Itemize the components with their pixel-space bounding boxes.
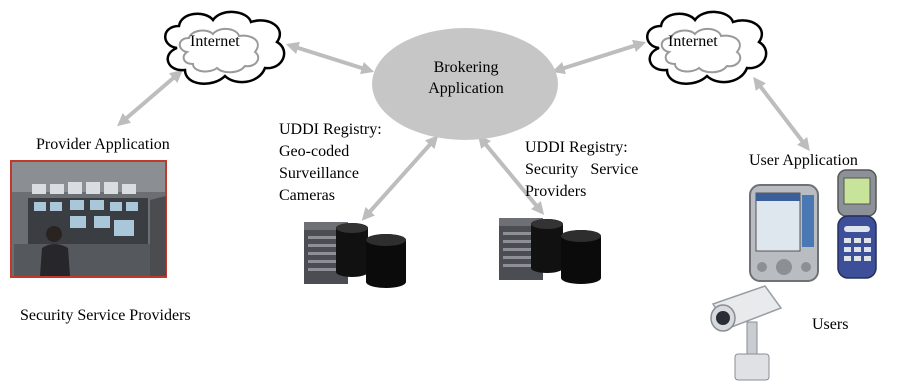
arrow-left-internet-broker bbox=[285, 41, 375, 75]
cloud-icon bbox=[164, 10, 286, 85]
mobile-phone-icon bbox=[837, 169, 877, 279]
broker-label-line1: Brokering bbox=[433, 59, 499, 76]
cloud-icon bbox=[646, 10, 768, 85]
arrow-internet-users bbox=[753, 76, 810, 152]
security-service-providers-label: Security Service Providers bbox=[20, 307, 191, 324]
provider-application-label: Provider Application bbox=[36, 136, 170, 153]
arrow-broker-camera-registry bbox=[361, 135, 439, 221]
camera-registry-line3: Surveillance bbox=[279, 165, 359, 182]
surveillance-camera-icon bbox=[710, 285, 783, 381]
user-application-label: User Application bbox=[749, 152, 858, 169]
control-room-photo bbox=[10, 160, 167, 278]
provider-registry-line2: Security Service bbox=[525, 161, 639, 178]
arrow-broker-provider-registry bbox=[477, 135, 545, 215]
arrow-internet-provider bbox=[117, 69, 183, 127]
server-database-icon bbox=[499, 218, 601, 284]
provider-registry-line3: Providers bbox=[525, 183, 587, 200]
broker-label-line2: Application bbox=[428, 80, 504, 97]
right-internet-label: Internet bbox=[668, 33, 718, 50]
camera-registry-line1: UDDI Registry: bbox=[279, 121, 382, 138]
brokering-application-node bbox=[372, 28, 558, 140]
left-internet-label: Internet bbox=[190, 33, 240, 50]
camera-registry-line4: Cameras bbox=[279, 187, 335, 204]
pda-device-icon bbox=[749, 184, 819, 282]
server-database-icon bbox=[304, 222, 406, 288]
camera-registry-line2: Geo-coded bbox=[279, 143, 350, 160]
provider-registry-line1: UDDI Registry: bbox=[525, 139, 628, 156]
users-label: Users bbox=[812, 316, 849, 333]
arrow-broker-right-internet bbox=[551, 39, 647, 75]
